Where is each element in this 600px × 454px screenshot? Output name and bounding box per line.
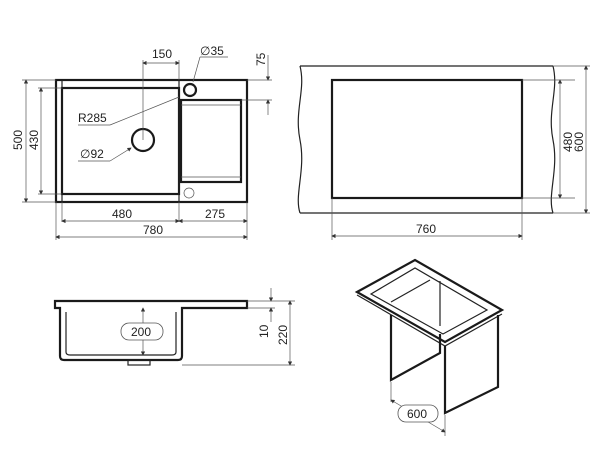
sink-profile (53, 299, 249, 362)
dim-drainboard-width: 275 (205, 207, 225, 221)
dim-tap-offset: 75 (254, 52, 268, 66)
overflow-icon (183, 187, 195, 199)
tap-hole-icon (182, 82, 198, 98)
side-view: 200 10 220 (53, 288, 295, 366)
drain-outlet (127, 359, 151, 366)
dim-depth-total: 500 (11, 130, 25, 150)
iso-frame-outer (354, 258, 505, 344)
drainboard (179, 98, 243, 184)
iso-view: 600 (354, 258, 505, 436)
dim-drain-diameter: ∅92 (80, 147, 104, 161)
dim-bowl-depth: 430 (27, 130, 41, 150)
dim-side-bowl-depth: 200 (131, 325, 151, 339)
dim-cabinet-depth: 600 (572, 132, 586, 152)
iso-right-leg (443, 315, 500, 415)
iso-left-leg (389, 315, 442, 382)
dim-bubble (120, 322, 164, 341)
dim-width-total: 780 (143, 223, 163, 237)
cutout-view: 760 480 600 (297, 65, 590, 240)
dim-radius: R285 (78, 111, 107, 125)
dim-total-height: 220 (276, 325, 290, 345)
iso-frame-inner (369, 267, 489, 335)
dim-flange: 10 (257, 324, 271, 338)
dim-bubble (397, 404, 439, 423)
top-view: 150 ∅35 75 R285 ∅92 500 430 480 275 780 (11, 44, 272, 240)
dim-cutout-width: 760 (416, 222, 436, 236)
dim-tap-hole: ∅35 (200, 44, 224, 58)
sink-outline (54, 78, 249, 204)
dim-iso-width: 600 (407, 407, 427, 421)
dim-drain-offset: 150 (152, 47, 172, 61)
dim-cutout-depth: 480 (561, 132, 575, 152)
cutout-outline (330, 78, 524, 200)
dim-bowl-width: 480 (112, 207, 132, 221)
